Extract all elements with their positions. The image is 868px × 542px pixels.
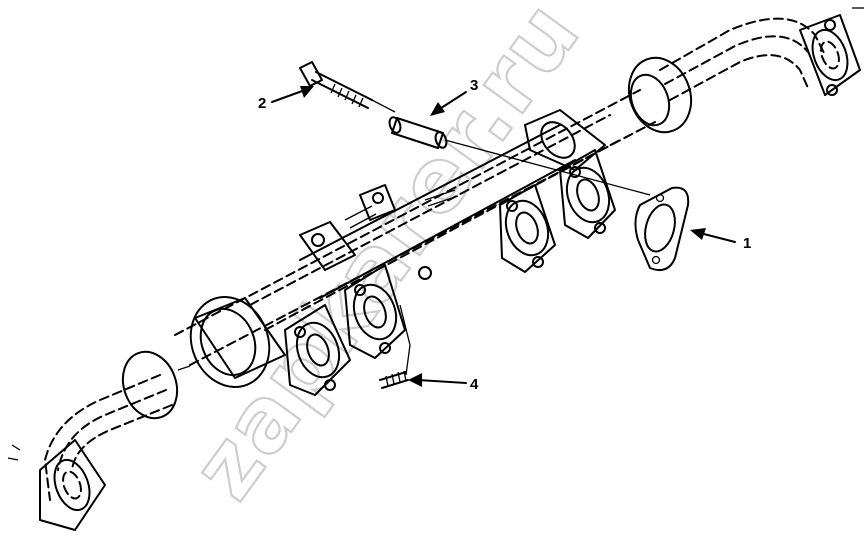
port-flange-4 [559, 149, 616, 239]
slip-joint-sleeve [177, 296, 286, 388]
callout-label-3: 3 [470, 77, 478, 94]
right-elbow-pipe [627, 14, 861, 134]
port-flange-3 [499, 184, 556, 273]
left-elbow-pipe [7, 350, 179, 531]
callout-label-4: 4 [470, 376, 479, 393]
upper-flange [524, 109, 606, 171]
callout-label-1: 1 [743, 235, 751, 252]
mounting-boss [299, 184, 459, 280]
gasket [634, 186, 690, 271]
stud [379, 304, 411, 389]
gasket-leader-line [444, 139, 651, 196]
callout-arrow-2 [271, 86, 314, 103]
callout-arrow-3 [430, 91, 467, 116]
port-flange-1 [284, 304, 351, 396]
port-flange-2 [344, 264, 406, 359]
callout-label-2: 2 [258, 95, 266, 112]
spacer-sleeve [388, 116, 448, 149]
bolt [299, 61, 396, 113]
callout-arrow-4 [408, 373, 467, 387]
callout-arrow-1 [690, 228, 736, 243]
